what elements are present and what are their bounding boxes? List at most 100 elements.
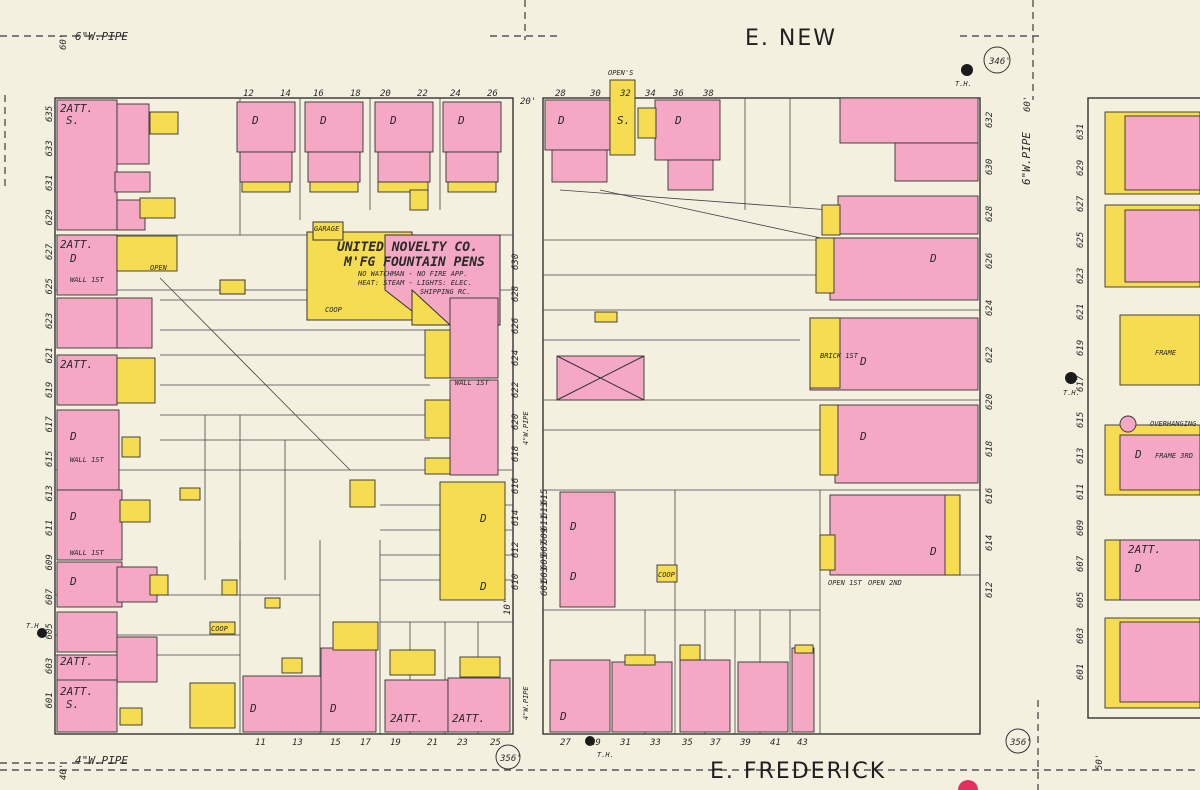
width-10: 10': [503, 599, 513, 615]
street-top-label: E. NEW: [745, 26, 837, 51]
coop-label-2: COOP: [211, 625, 229, 633]
bottom-row-right-dwellings: [549, 647, 815, 733]
house-number: 614: [511, 510, 521, 526]
svg-text:D: D: [69, 575, 77, 588]
house-number: 609: [45, 554, 55, 570]
svg-text:OPEN 1ST: OPEN 1ST: [828, 579, 863, 587]
svg-text:D: D: [569, 520, 577, 533]
th-marker-bottom: [585, 736, 595, 746]
house-number: 22: [417, 89, 428, 99]
house-number: 13: [292, 738, 303, 748]
pipe-bottom-mid: 4"W.PIPE: [522, 685, 530, 720]
house-number: 607: [1076, 555, 1086, 572]
house-number: 624: [985, 300, 995, 316]
svg-text:2ATT.: 2ATT.: [60, 685, 93, 698]
house-number: 35: [681, 738, 693, 748]
house-number: 605: [540, 554, 550, 570]
svg-text:D: D: [319, 114, 327, 127]
x-lot: [556, 355, 645, 401]
house-number: 616: [985, 488, 995, 504]
left-column-frame: [116, 111, 179, 726]
house-number: 611: [540, 515, 550, 531]
house-number: 30: [589, 89, 601, 99]
house-number: 31: [619, 738, 631, 748]
width-40-bottom-left: 40': [59, 764, 69, 780]
svg-text:FRAME 3RD: FRAME 3RD: [1155, 452, 1193, 460]
house-number: 29: [590, 738, 601, 748]
block-outlines: [54, 97, 1200, 735]
house-number: 20: [380, 89, 391, 99]
far-right-block: [1104, 111, 1200, 709]
bottom-row-left-frame: [189, 621, 501, 729]
house-number: 626: [985, 253, 995, 269]
opens-label: OPEN'S: [608, 69, 633, 77]
house-number: 626: [511, 318, 521, 334]
house-number: 619: [45, 382, 55, 398]
svg-text:D: D: [557, 114, 565, 127]
th-label-left: T.H: [26, 622, 39, 630]
house-number: 620: [985, 394, 995, 410]
svg-text:D: D: [929, 252, 937, 265]
house-number: 629: [1076, 160, 1086, 176]
house-number: 603: [540, 567, 550, 583]
svg-text:WALL 1ST: WALL 1ST: [70, 276, 105, 284]
house-number: 622: [511, 382, 521, 398]
house-number: 12: [243, 89, 254, 99]
house-number: 628: [985, 206, 995, 222]
svg-text:WALL 1ST: WALL 1ST: [70, 456, 105, 464]
house-number: 16: [313, 89, 324, 99]
house-number: 607: [540, 540, 550, 557]
house-number: 630: [985, 159, 995, 175]
house-number: 613: [540, 502, 550, 518]
house-number: 613: [45, 485, 55, 501]
svg-text:D: D: [559, 710, 567, 723]
factory-note-2: HEAT: STEAM - LIGHTS: ELEC.: [357, 279, 472, 287]
svg-text:D: D: [929, 545, 937, 558]
house-number: 609: [540, 528, 550, 544]
house-number: 612: [511, 542, 521, 558]
svg-text:OPEN 2ND: OPEN 2ND: [868, 579, 902, 587]
svg-text:2ATT.: 2ATT.: [60, 102, 93, 115]
house-number: 623: [45, 313, 55, 329]
svg-text:D: D: [859, 430, 867, 443]
th-label-right: T.H.: [1063, 389, 1080, 397]
house-number: 25: [490, 738, 501, 748]
width-60-top-left: 60': [59, 34, 69, 50]
house-number: 607: [45, 588, 55, 605]
house-number: 621: [1076, 304, 1086, 320]
svg-text:D: D: [674, 114, 682, 127]
house-number: 17: [360, 738, 371, 748]
house-number: 618: [985, 441, 995, 457]
house-number: 617: [45, 416, 55, 433]
far-right-house-numbers: 6316296276256236216196176156136116096076…: [1076, 124, 1086, 680]
pipe-bottom-left: 4"W.PIPE: [75, 754, 128, 767]
house-number: 19: [390, 738, 401, 748]
svg-text:D: D: [389, 114, 397, 127]
house-number: 611: [1076, 484, 1086, 500]
dwelling-labels: 2ATT. S. 2ATT. D 2ATT. D D D 2ATT. 2ATT.…: [60, 102, 1197, 725]
house-number: 635: [45, 106, 55, 122]
markers: [37, 46, 1077, 790]
house-number: 619: [1076, 340, 1086, 356]
factory-garage: GARAGE: [314, 225, 340, 233]
width-20-top-mid: 20': [520, 97, 536, 107]
house-number: 605: [45, 623, 55, 639]
house-number: 601: [1076, 664, 1086, 680]
factory-product: M'FG FOUNTAIN PENS: [343, 255, 485, 270]
house-number: 609: [1076, 520, 1086, 536]
width-50-bottom-right: 50': [1095, 754, 1105, 770]
svg-text:D: D: [479, 512, 487, 525]
house-number: 622: [985, 347, 995, 363]
house-number: 43: [797, 738, 808, 748]
house-number: 36: [672, 89, 684, 99]
svg-text:D: D: [479, 580, 487, 593]
svg-text:OPEN: OPEN: [150, 264, 168, 272]
pipe-mid-vertical: 4"W.PIPE: [522, 410, 530, 445]
house-number: 616: [511, 478, 521, 494]
svg-text:2ATT.: 2ATT.: [1128, 543, 1161, 556]
house-number: 603: [45, 658, 55, 674]
house-number: 625: [45, 278, 55, 294]
